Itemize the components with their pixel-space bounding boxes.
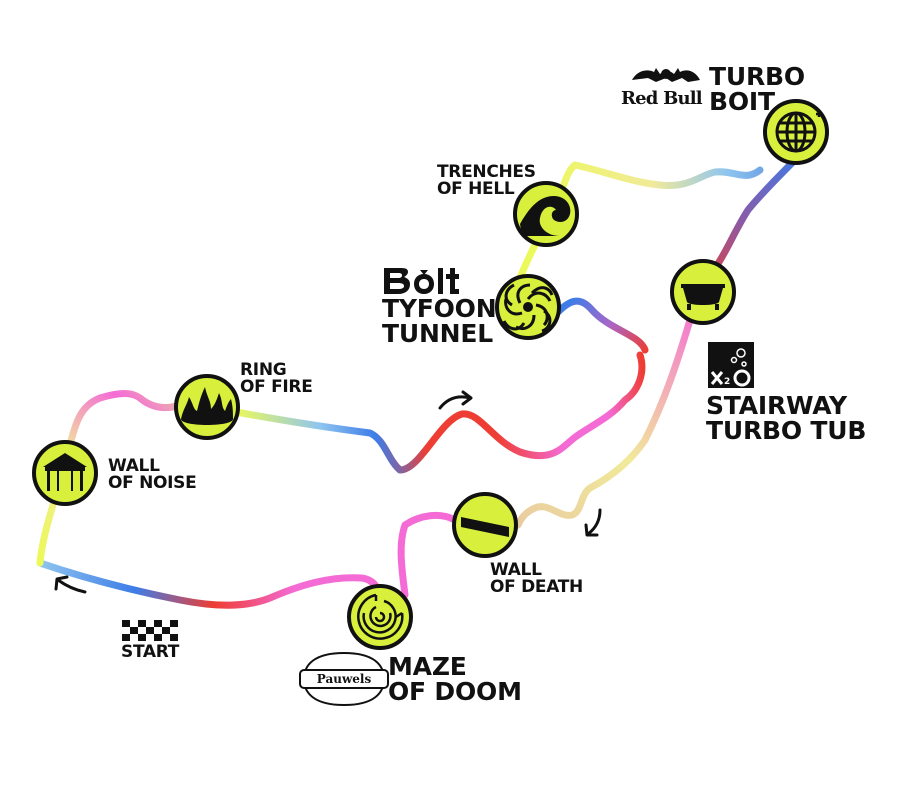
label-tyfoon-tunnel: TYFOON TUNNEL xyxy=(382,294,497,348)
route-start-to-maze xyxy=(36,559,384,609)
station-tyfoon-tunnel[interactable] xyxy=(495,274,561,340)
bolt-logo xyxy=(384,268,459,294)
pauwels-sponsor-text: Pauwels xyxy=(316,672,372,686)
label-line: RING xyxy=(240,360,287,380)
wave-icon xyxy=(520,196,571,236)
label-line: TUNNEL xyxy=(382,319,494,348)
label-line: TYFOON xyxy=(382,294,497,323)
label-line: OF NOISE xyxy=(108,473,197,493)
label-trenches-of-hell: TRENCHES OF HELL xyxy=(437,164,536,198)
station-trenches-of-hell[interactable] xyxy=(513,181,579,247)
label-line: OF DEATH xyxy=(490,577,583,597)
route-trenches-to-turbo-boit xyxy=(556,161,764,199)
station-wall-of-death[interactable] xyxy=(452,492,518,558)
red-bull-sponsor-text: Red Bull xyxy=(621,88,703,109)
label-ring-of-fire: RING OF FIRE xyxy=(240,362,313,396)
red-bull-logo xyxy=(632,68,700,82)
flames-icon xyxy=(181,387,233,425)
route-tyfoon-to-trenches xyxy=(516,241,539,282)
label-wall-of-noise: WALL OF NOISE xyxy=(108,456,197,493)
route-wall-of-noise-to-ring-of-fire xyxy=(66,390,184,449)
label-line: TURBO TUB xyxy=(706,416,867,445)
label-line: OF DOOM xyxy=(388,677,522,706)
start-label: START xyxy=(121,642,180,662)
label-line: TRENCHES xyxy=(437,162,536,182)
label-line: BOIT xyxy=(709,87,775,116)
maze-icon xyxy=(357,593,404,640)
checkered-flag-icon xyxy=(122,620,178,641)
station-maze-of-doom[interactable] xyxy=(347,584,413,650)
direction-arrows xyxy=(54,390,602,594)
station-wall-of-noise[interactable] xyxy=(32,440,98,506)
globe-icon xyxy=(775,111,822,153)
label-line: STAIRWAY xyxy=(706,391,847,420)
pauwels-logo xyxy=(299,651,389,707)
svg-text:2: 2 xyxy=(724,377,730,387)
x2o-logo: 2 xyxy=(708,342,754,388)
station-ring-of-fire[interactable] xyxy=(174,374,240,440)
route-ring-of-fire-to-tyfoon xyxy=(232,351,646,474)
route-wall-of-death-to-maze xyxy=(397,511,459,599)
slanted-wall-icon xyxy=(461,517,509,537)
label-wall-of-death: WALL OF DEATH xyxy=(490,562,583,596)
label-line: TURBO xyxy=(709,62,805,91)
label-line: WALL xyxy=(108,456,160,476)
arrow-start-icon xyxy=(54,575,87,594)
bathtub-icon xyxy=(681,284,725,310)
label-line: OF HELL xyxy=(437,179,515,199)
tent-icon xyxy=(43,453,87,491)
arrow-stairway-icon xyxy=(584,508,602,537)
label-line: OF FIRE xyxy=(240,377,313,397)
route-turbo-boit-to-stairway xyxy=(711,156,799,272)
route-stairway-to-wall-of-death xyxy=(514,316,694,529)
route-start-to-wall-of-noise xyxy=(36,491,60,567)
route-tyfoon-curve xyxy=(554,297,649,354)
vortex-icon xyxy=(502,283,554,333)
station-turbo-boit[interactable] xyxy=(763,99,829,165)
arrow-ring-icon xyxy=(438,390,473,410)
label-line: WALL xyxy=(490,560,542,580)
label-line: MAZE xyxy=(388,652,467,681)
station-stairway-turbo-tub[interactable] xyxy=(670,259,736,325)
label-stairway-turbo-tub: STAIRWAY TURBO TUB xyxy=(706,393,866,443)
label-turbo-boit: TURBO BOIT xyxy=(709,64,805,114)
label-maze-of-doom: MAZE OF DOOM xyxy=(388,654,522,704)
route xyxy=(36,156,799,609)
